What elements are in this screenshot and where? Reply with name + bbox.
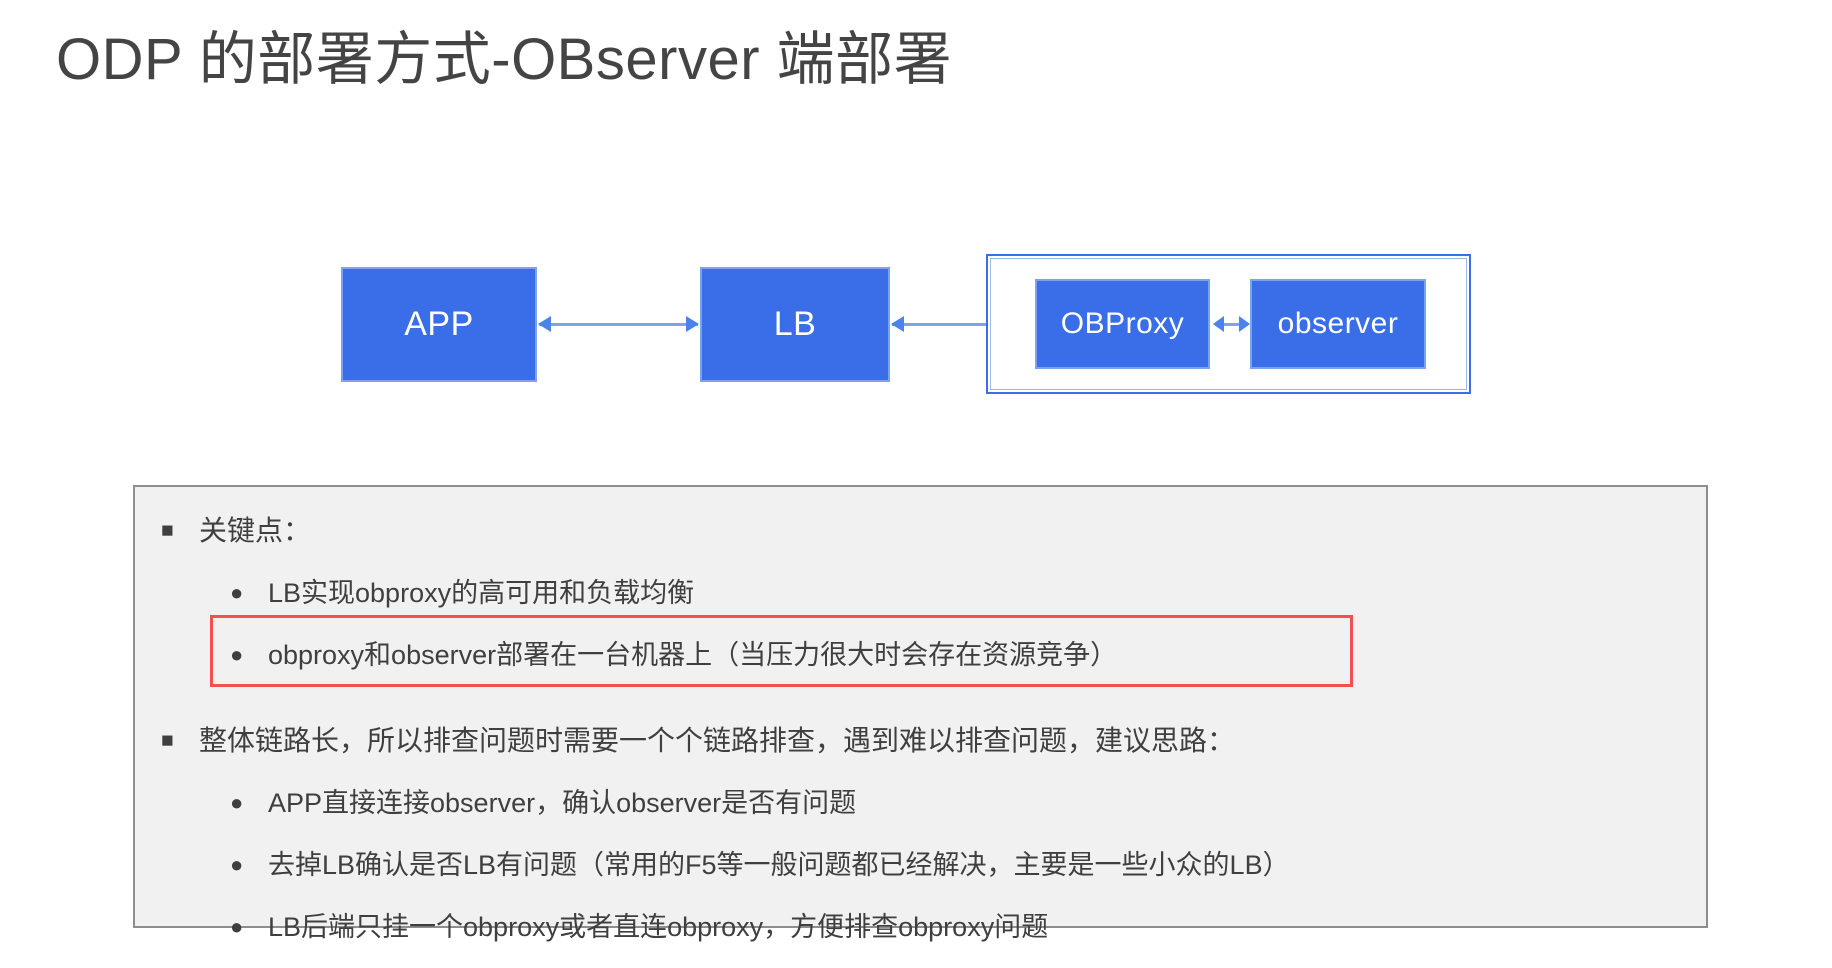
square-bullet-icon: ■ xyxy=(161,729,174,752)
architecture-diagram: APP LB OBProxy observer xyxy=(0,240,1832,400)
diagram-node-app-label: APP xyxy=(404,305,474,343)
diagram-node-lb: LB xyxy=(700,267,890,382)
page-title: ODP 的部署方式-OBserver 端部署 xyxy=(56,27,953,92)
list-item-label: 整体链路长，所以排查问题时需要一个个链路排查，遇到难以排查问题，建议思路： xyxy=(199,725,1236,756)
list-item-label: 去掉LB确认是否LB有问题（常用的F5等一般问题都已经解决，主要是一些小众的LB… xyxy=(268,850,1290,880)
diagram-node-observer: observer xyxy=(1250,279,1426,369)
dot-bullet-icon: ● xyxy=(230,790,244,815)
list-item-label: obproxy和observer部署在一台机器上（当压力很大时会存在资源竞争） xyxy=(268,640,1118,670)
list-item-label: APP直接连接observer，确认observer是否有问题 xyxy=(268,788,857,818)
list-item: ● APP直接连接observer，确认observer是否有问题 xyxy=(135,785,1706,821)
key-points-panel: ■ 关键点： ● LB实现obproxy的高可用和负载均衡 ● obproxy和… xyxy=(133,485,1708,942)
square-bullet-icon: ■ xyxy=(161,519,174,542)
arrow-app-to-lb xyxy=(538,316,699,332)
dot-bullet-icon: ● xyxy=(230,852,244,877)
diagram-node-observer-label: observer xyxy=(1277,307,1399,340)
diagram-node-obproxy-label: OBProxy xyxy=(1060,307,1185,340)
arrow-obproxy-to-observer xyxy=(1213,316,1250,332)
list-item: ● 去掉LB确认是否LB有问题（常用的F5等一般问题都已经解决，主要是一些小众的… xyxy=(135,847,1706,883)
list-item-label: LB后端只挂一个obproxy或者直连obproxy，方便排查obproxy问题 xyxy=(268,912,1049,942)
list-item-highlighted: ● obproxy和observer部署在一台机器上（当压力很大时会存在资源竞争… xyxy=(135,615,1706,687)
list-item: ● LB实现obproxy的高可用和负载均衡 xyxy=(135,575,1706,611)
list-item-label: LB实现obproxy的高可用和负载均衡 xyxy=(268,578,695,608)
dot-bullet-icon: ● xyxy=(230,642,244,667)
diagram-node-obproxy: OBProxy xyxy=(1035,279,1210,369)
list-item-label: 关键点： xyxy=(199,515,312,546)
list-item: ● LB后端只挂一个obproxy或者直连obproxy，方便排查obproxy… xyxy=(135,909,1706,945)
dot-bullet-icon: ● xyxy=(230,914,244,939)
diagram-node-app: APP xyxy=(341,267,537,382)
list-item: ■ 整体链路长，所以排查问题时需要一个个链路排查，遇到难以排查问题，建议思路： xyxy=(135,723,1706,759)
list-item: ■ 关键点： xyxy=(135,513,1706,549)
diagram-node-lb-label: LB xyxy=(773,305,817,343)
dot-bullet-icon: ● xyxy=(230,580,244,605)
